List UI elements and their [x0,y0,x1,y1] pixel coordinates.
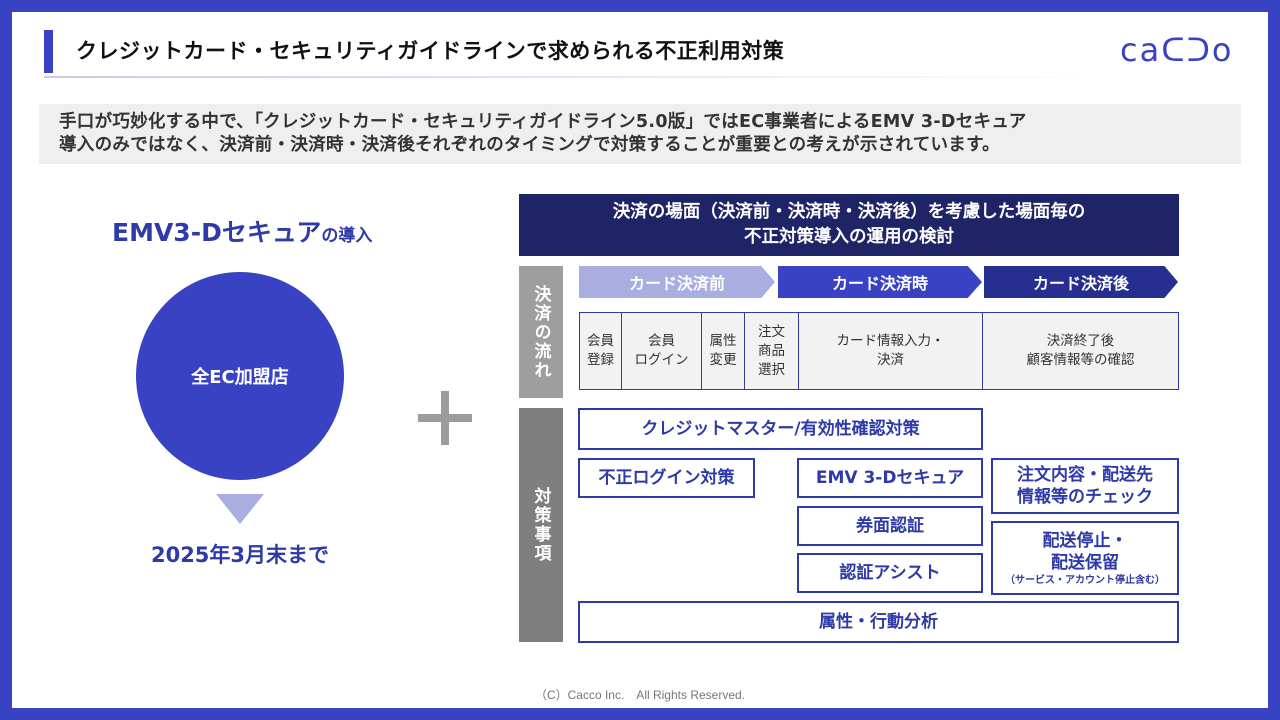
phase-during-chevron: カード決済時 [778,266,982,298]
deadline-text: 2025年3月末まで [150,543,330,567]
step-post-payment-check: 決済終了後 顧客情報等の確認 [982,312,1179,390]
measure-security-code: 券面認証 [797,506,983,546]
flow-side-label: 決済の流れ [519,266,563,398]
step-attribute-change: 属性 変更 [701,312,745,390]
page-title: クレジットカード・セキュリティガイドラインで求められる不正利用対策 [76,39,785,63]
intro-line-2: 導入のみではなく、決済前・決済時・決済後それぞれのタイミングで対策することが重要… [59,135,1000,155]
delivery-stop-note: （サービス・アカウント停止含む） [1005,574,1165,586]
step-member-registration: 会員 登録 [579,312,622,390]
phase-before-chevron: カード決済前 [579,266,775,298]
measure-behavior-analysis: 属性・行動分析 [578,601,1179,643]
slide: クレジットカード・セキュリティガイドラインで求められる不正利用対策 caᑕᑐo … [12,12,1268,708]
down-arrow-icon [216,494,264,524]
title-divider [44,76,1114,78]
measures-heading-line-2: 不正対策導入の運用の検討 [744,227,954,247]
delivery-stop-label: 配送停止・ 配送保留 [1042,530,1128,573]
intro-line-1: 手口が巧妙化する中で、「クレジットカード・セキュリティガイドライン5.0版」では… [59,112,1027,132]
copyright-footer: （C）Cacco Inc. All Rights Reserved. [534,688,746,702]
all-merchants-circle: 全EC加盟店 [136,272,344,480]
step-product-selection: 注文 商品 選択 [744,312,799,390]
emv-title-main: EMV3-Dセキュア [112,218,322,247]
plus-icon-vertical [441,391,449,445]
measure-order-check: 注文内容・配送先 情報等のチェック [991,458,1179,514]
measure-auth-assist: 認証アシスト [797,553,983,593]
measures-side-label: 対策事項 [519,408,563,642]
measures-heading-line-1: 決済の場面（決済前・決済時・決済後）を考慮した場面毎の [612,202,1086,222]
intro-box: 手口が巧妙化する中で、「クレジットカード・セキュリティガイドライン5.0版」では… [39,104,1241,164]
measure-credit-master: クレジットマスター/有効性確認対策 [578,408,983,450]
title-accent-bar [44,30,53,73]
cacco-logo: caᑕᑐo [1120,31,1234,69]
phase-after-chevron: カード決済後 [984,266,1178,298]
step-member-login: 会員 ログイン [621,312,702,390]
measure-login: 不正ログイン対策 [578,458,755,498]
measures-heading: 決済の場面（決済前・決済時・決済後）を考慮した場面毎の 不正対策導入の運用の検討 [519,194,1179,256]
emv-title-suffix: の導入 [321,226,373,246]
emv-section-title: EMV3-Dセキュアの導入 [112,217,372,252]
measure-delivery-stop: 配送停止・ 配送保留 （サービス・アカウント停止含む） [991,521,1179,595]
measure-emv: EMV 3-Dセキュア [797,458,983,498]
circle-label: 全EC加盟店 [191,367,289,388]
step-card-payment: カード情報入力・ 決済 [798,312,983,390]
